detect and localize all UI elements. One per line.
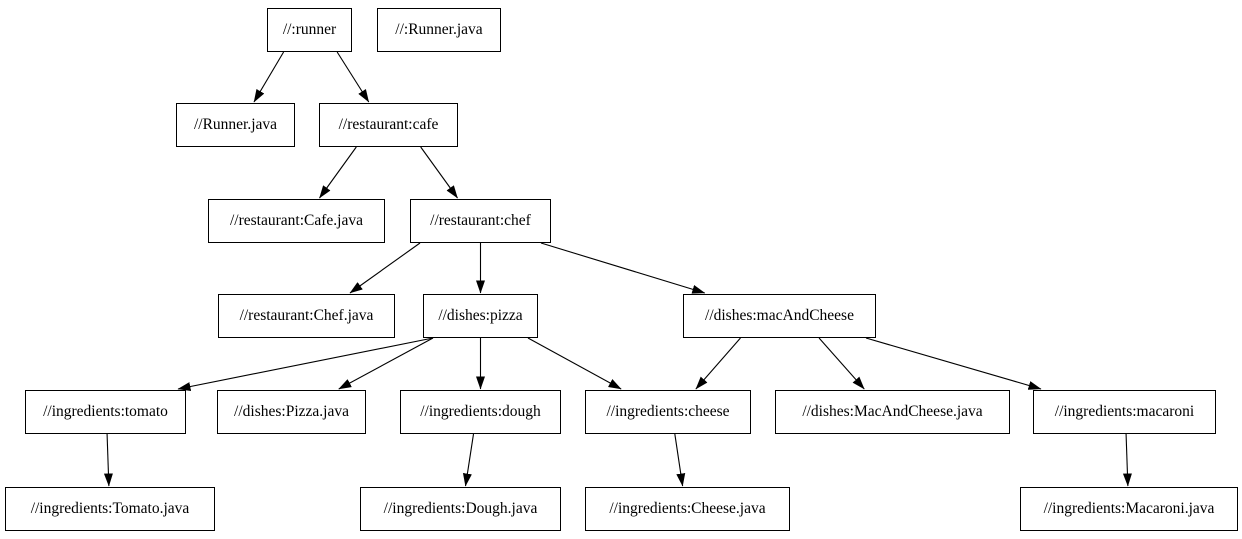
graph-node-label: //dishes:Pizza.java (234, 403, 349, 421)
graph-edge-chef-to-chef-java (349, 242, 421, 294)
graph-node-tomato: //ingredients:tomato (25, 390, 186, 434)
graph-node-label: //ingredients:tomato (43, 403, 168, 421)
graph-node-label: //:runner (282, 21, 337, 39)
graph-node-runner-java-root: //:Runner.java (377, 8, 501, 52)
graph-node-label: //restaurant:Cafe.java (230, 212, 363, 230)
graph-node-label: //ingredients:Cheese.java (609, 500, 766, 518)
graph-edge-cheese-to-cheese-java (674, 433, 686, 487)
graph-node-runner-java: //Runner.java (176, 103, 295, 147)
graph-node-label: //:Runner.java (395, 21, 483, 39)
graph-edge-dough-to-dough-java (462, 433, 475, 487)
graph-edge-macaroni-to-macaroni-java (1122, 433, 1132, 487)
graph-node-mac-and-cheese-java: //dishes:MacAndCheese.java (775, 390, 1010, 434)
graph-edge-pizza-to-cheese (527, 337, 622, 390)
graph-node-label: //dishes:MacAndCheese.java (802, 403, 983, 421)
graph-node-cheese-java: //ingredients:Cheese.java (585, 487, 790, 531)
graph-node-pizza: //dishes:pizza (423, 294, 538, 338)
graph-edge-cafe-to-chef (420, 146, 458, 199)
graph-node-runner: //:runner (267, 8, 352, 52)
graph-edge-runner-to-runner-java (253, 51, 285, 103)
graph-node-label: //ingredients:dough (420, 403, 541, 421)
graph-edge-pizza-to-tomato (177, 337, 434, 391)
graph-node-label: //ingredients:cheese (606, 403, 730, 421)
graph-node-cheese: //ingredients:cheese (585, 390, 751, 434)
graph-edge-chef-to-mac-and-cheese (540, 242, 706, 294)
graph-node-label: //ingredients:macaroni (1054, 403, 1195, 421)
graph-node-label: //dishes:macAndCheese (705, 307, 854, 325)
graph-node-label: //restaurant:Chef.java (239, 307, 374, 325)
graph-node-label: //ingredients:Macaroni.java (1043, 500, 1215, 518)
graph-edge-pizza-to-pizza-java (338, 337, 434, 390)
graph-node-label: //restaurant:chef (430, 212, 531, 230)
graph-edge-mac-and-cheese-to-cheese (695, 337, 741, 390)
graph-edge-mac-and-cheese-to-mac-and-cheese-java (818, 337, 865, 390)
graph-node-label: //ingredients:Dough.java (383, 500, 538, 518)
graph-edge-tomato-to-tomato-java (103, 433, 113, 487)
graph-node-cafe: //restaurant:cafe (319, 103, 458, 147)
graph-node-label: //Runner.java (193, 116, 278, 134)
graph-node-label: //restaurant:cafe (338, 116, 439, 134)
graph-node-label: //ingredients:Tomato.java (30, 500, 190, 518)
graph-node-mac-and-cheese: //dishes:macAndCheese (683, 294, 876, 338)
graph-node-dough-java: //ingredients:Dough.java (360, 487, 561, 531)
graph-node-tomato-java: //ingredients:Tomato.java (5, 487, 215, 531)
graph-node-pizza-java: //dishes:Pizza.java (217, 390, 366, 434)
graph-edge-mac-and-cheese-to-macaroni (865, 337, 1042, 390)
graph-node-chef: //restaurant:chef (410, 199, 551, 243)
graph-node-cafe-java: //restaurant:Cafe.java (208, 199, 385, 243)
graph-node-label: //dishes:pizza (438, 307, 523, 325)
graph-node-macaroni: //ingredients:macaroni (1033, 390, 1216, 434)
graph-edge-runner-to-cafe (336, 51, 370, 103)
graph-node-macaroni-java: //ingredients:Macaroni.java (1020, 487, 1238, 531)
graph-node-chef-java: //restaurant:Chef.java (218, 294, 395, 338)
graph-edge-cafe-to-cafe-java (319, 146, 357, 199)
graph-node-dough: //ingredients:dough (400, 390, 561, 434)
